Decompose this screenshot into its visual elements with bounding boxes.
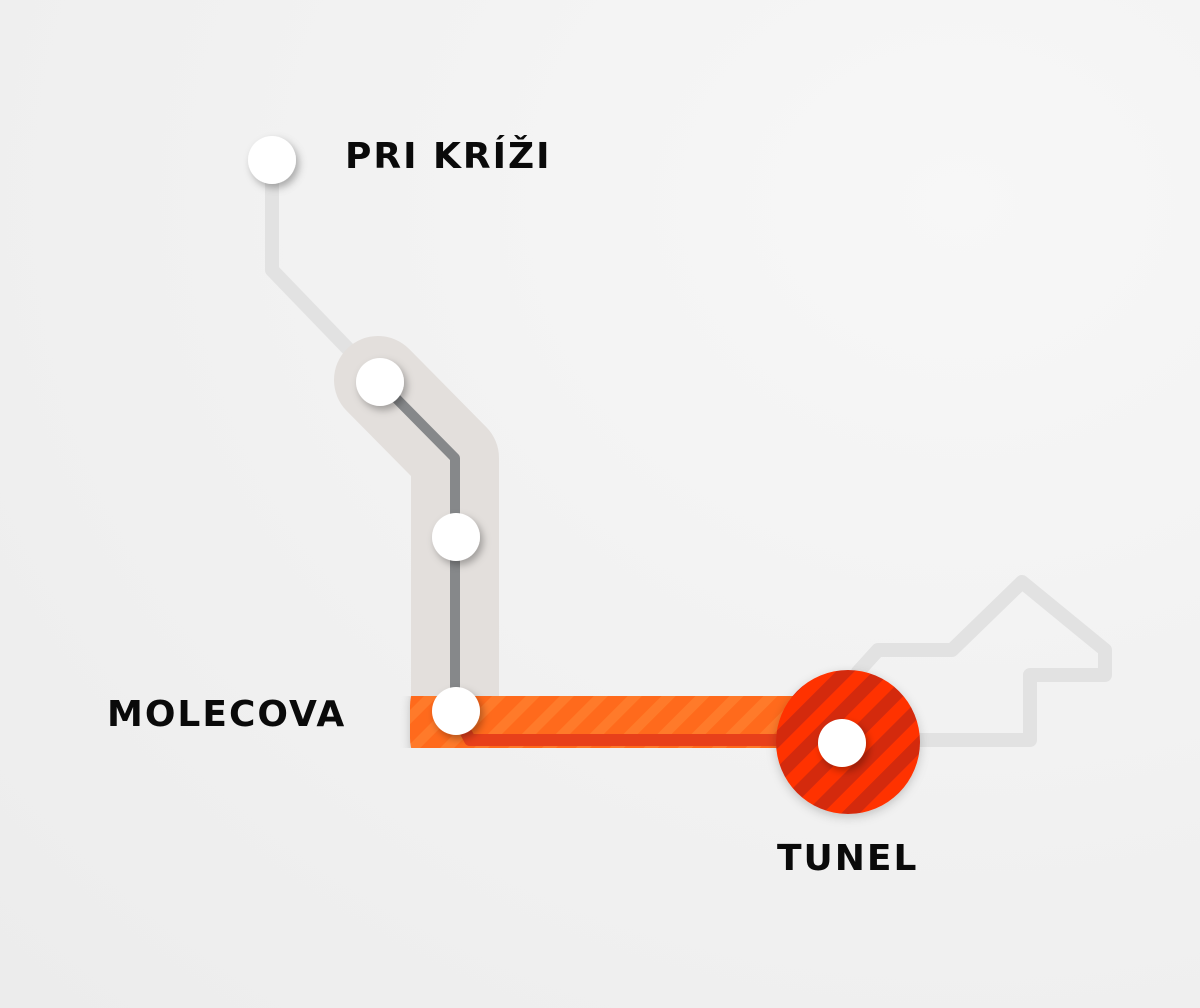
station-label-pri-krizi: PRI KRÍŽI (345, 136, 552, 177)
inactive-line-north (265, 153, 387, 389)
station-node-2[interactable] (356, 358, 404, 406)
inactive-line-east (843, 575, 1112, 747)
station-label-tunel: TUNEL (777, 838, 919, 879)
passed-line (376, 378, 460, 700)
station-node-tunel[interactable] (818, 719, 866, 767)
station-node-molecova[interactable] (432, 687, 480, 735)
station-node-pri-krizi[interactable] (248, 136, 296, 184)
station-node-3[interactable] (432, 513, 480, 561)
station-label-molecova: MOLECOVA (107, 694, 347, 735)
